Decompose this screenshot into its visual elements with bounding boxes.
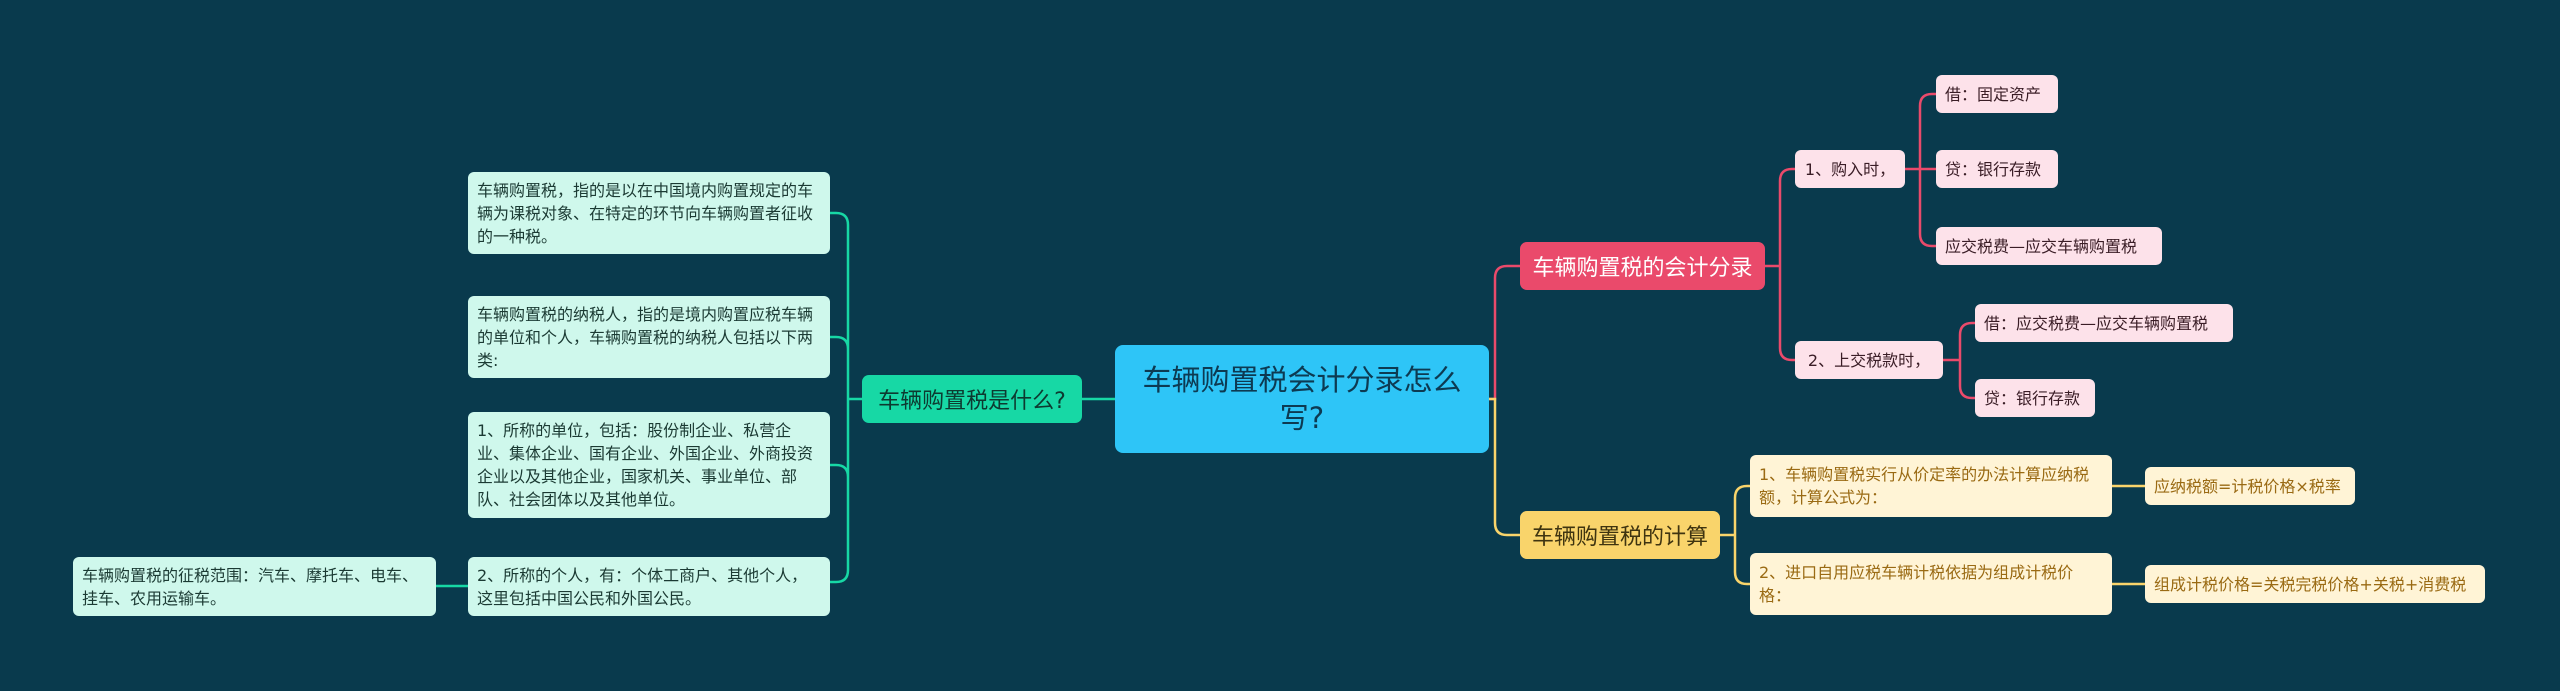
branch-what-is-label: 车辆购置税是什么? (878, 389, 1066, 414)
edge-red-groups (1765, 167, 1795, 362)
group-pay-tax[interactable]: 2、上交税款时， (1795, 341, 1943, 379)
group-purchase[interactable]: 1、购入时， (1795, 150, 1905, 188)
branch-accounting-entries[interactable]: 车辆购置税的会计分录 (1520, 242, 1765, 290)
entry-debit-fixed-asset[interactable]: 借：固定资产 (1936, 75, 2058, 113)
entry-credit-bank-2[interactable]: 贷：银行存款 (1975, 379, 2095, 417)
left-item-definition[interactable]: 车辆购置税，指的是以在中国境内购置规定的车辆为课税对象、在特定的环节向车辆购置者… (468, 172, 830, 254)
left-item-taxpayer[interactable]: 车辆购置税的纳税人，指的是境内购置应税车辆的单位和个人，车辆购置税的纳税人包括以… (468, 296, 830, 378)
calc-formula-tax-payable[interactable]: 应纳税额=计税价格×税率 (2145, 467, 2355, 505)
branch-calculation[interactable]: 车辆购置税的计算 (1520, 511, 1720, 559)
root-title: 车辆购置税会计分录怎么写? (1142, 363, 1462, 435)
left-item-unit[interactable]: 1、所称的单位，包括：股份制企业、私营企业、集体企业、国有企业、外国企业、外商投… (468, 412, 830, 518)
entry-credit-bank[interactable]: 贷：银行存款 (1936, 150, 2058, 188)
entry-debit-tax-payable[interactable]: 借：应交税费—应交车辆购置税 (1975, 304, 2233, 342)
edge-root-red (1489, 264, 1520, 401)
root-node[interactable]: 车辆购置税会计分录怎么写? (1115, 345, 1489, 453)
edge-group2-items (1943, 321, 1975, 400)
edge-group1-items (1905, 92, 1936, 248)
calc-formula-composite-price[interactable]: 组成计税价格=关税完税价格+关税+消费税 (2145, 565, 2485, 603)
branch-what-is[interactable]: 车辆购置税是什么? (862, 375, 1082, 423)
edge-left-items (830, 211, 862, 584)
left-item-individual[interactable]: 2、所称的个人，有：个体工商户、其他个人，这里包括中国公民和外国公民。 (468, 557, 830, 616)
edge-yellow-items (1720, 484, 1750, 586)
left-item-scope[interactable]: 车辆购置税的征税范围：汽车、摩托车、电车、挂车、农用运输车。 (73, 557, 436, 616)
entry-tax-payable[interactable]: 应交税费—应交车辆购置税 (1936, 227, 2162, 265)
calc-item-import[interactable]: 2、进口自用应税车辆计税依据为组成计税价格： (1750, 553, 2112, 615)
edge-calc-formulas (2112, 484, 2145, 586)
branch-accounting-entries-label: 车辆购置税的会计分录 (1532, 256, 1753, 281)
calc-item-ad-valorem[interactable]: 1、车辆购置税实行从价定率的办法计算应纳税额，计算公式为： (1750, 455, 2112, 517)
edge-root-yellow (1489, 397, 1520, 537)
branch-calculation-label: 车辆购置税的计算 (1531, 525, 1708, 550)
